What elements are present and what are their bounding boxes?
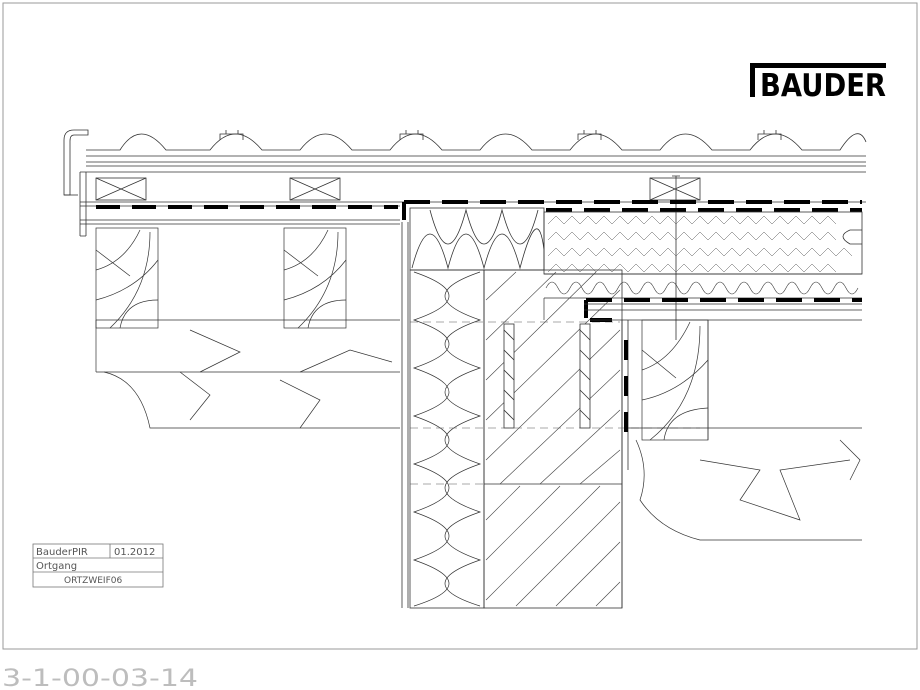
roof-tiles	[63, 129, 867, 196]
battens-layer	[79, 171, 866, 340]
wall-insulation	[412, 271, 482, 607]
insulation-strip	[545, 281, 859, 295]
pir-core-hatch	[547, 215, 853, 273]
title-block-code: ORTZWEIF06	[64, 576, 122, 586]
title-block	[32, 543, 164, 588]
rafters	[95, 227, 347, 329]
underlay-membrane	[96, 200, 862, 220]
logo-text: BAUDER	[760, 68, 886, 104]
sealing-strips	[503, 323, 591, 429]
title-block-detail: Ortgang	[36, 561, 77, 572]
sheet-frame	[2, 2, 918, 650]
title-block-date: 01.2012	[114, 547, 155, 558]
hidden-lines	[410, 321, 700, 485]
roof-deck-right	[543, 298, 862, 541]
title-block-product: BauderPIR	[36, 547, 88, 558]
pir-insulation-board	[409, 207, 863, 299]
bauder-logo: BAUDER	[750, 63, 886, 104]
eave-beam	[95, 319, 400, 429]
drawing-number: 3-1-00-03-14	[2, 664, 198, 690]
wall-section	[401, 222, 629, 609]
